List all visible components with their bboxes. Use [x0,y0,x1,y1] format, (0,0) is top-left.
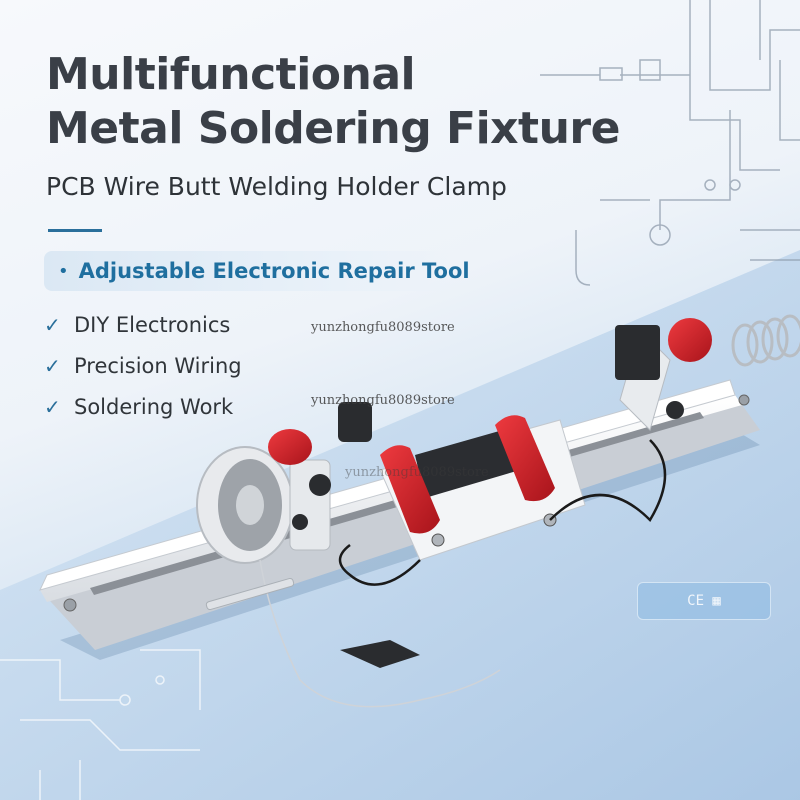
feature-item: ✓ Soldering Work [44,386,344,427]
feature-item: ✓ DIY Electronics [44,304,344,345]
highlight-text: Adjustable Electronic Repair Tool [78,259,470,283]
title-line-2: Metal Soldering Fixture [46,103,620,154]
watermark-text: yunzhongfu8089store [311,393,455,408]
circuit-decoration-bottom [0,649,201,800]
check-icon: ✓ [44,394,61,419]
watermark-text: yunzhongfu8089store [345,465,489,480]
bullet-icon: • [58,260,69,282]
title-line-1: Multifunctional [46,49,416,100]
feature-item: ✓ Precision Wiring [44,345,344,386]
subtitle: PCB Wire Butt Welding Holder Clamp [46,172,507,201]
feature-label: Precision Wiring [74,353,242,378]
highlight-banner: • Adjustable Electronic Repair Tool [44,251,470,291]
watermark-text: yunzhongfu8089store [311,320,455,335]
accent-divider [48,229,102,232]
check-icon: ✓ [44,353,61,378]
feature-list: ✓ DIY Electronics ✓ Precision Wiring ✓ S… [44,304,344,427]
feature-label: Soldering Work [74,394,234,419]
page-title: Multifunctional Metal Soldering Fixture [46,48,666,156]
check-icon: ✓ [44,312,61,337]
circuit-decoration-top [540,0,800,286]
feature-label: DIY Electronics [74,312,231,337]
certification-badge: CE ▦ [637,582,771,620]
